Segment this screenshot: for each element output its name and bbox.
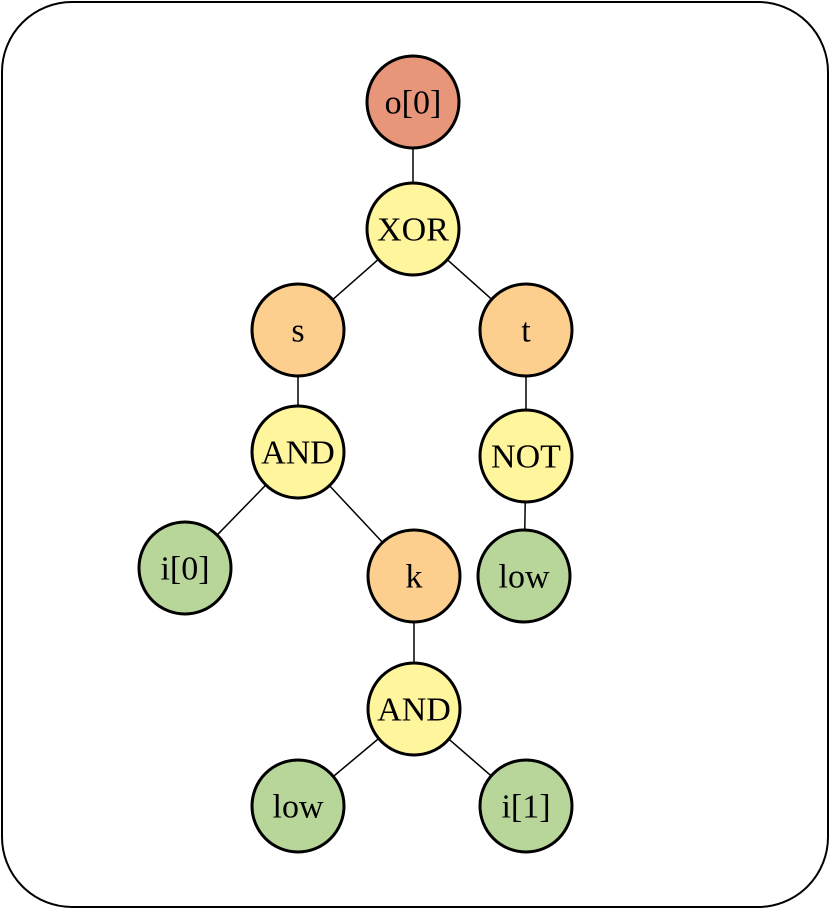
- node-label-k: k: [406, 559, 423, 596]
- edge-and2-i1: [448, 738, 492, 777]
- edge-xor-t: [446, 259, 493, 300]
- node-o0: o[0]: [365, 54, 461, 150]
- node-s: s: [250, 282, 346, 378]
- node-label-o0: o[0]: [385, 85, 442, 122]
- node-circle-xor: [365, 181, 461, 277]
- node-i1: i[1]: [478, 758, 574, 854]
- node-i0: i[0]: [137, 520, 233, 616]
- node-label-i0: i[0]: [160, 551, 209, 588]
- node-circle-k: [366, 528, 462, 624]
- node-label-not: NOT: [491, 439, 561, 476]
- node-label-and2: AND: [377, 692, 451, 729]
- node-xor: XOR: [365, 181, 461, 277]
- node-label-low2: low: [273, 789, 324, 826]
- node-label-t: t: [521, 313, 531, 350]
- node-circle-low1: [476, 528, 572, 624]
- edges: [216, 148, 527, 778]
- node-and1: AND: [250, 404, 346, 500]
- node-k: k: [366, 528, 462, 624]
- node-circle-i0: [137, 520, 233, 616]
- node-circle-o0: [365, 54, 461, 150]
- edge-xor-s: [332, 258, 379, 301]
- edge-and2-low2: [332, 737, 380, 778]
- node-circle-and2: [366, 661, 462, 757]
- node-low1: low: [476, 528, 572, 624]
- edge-and1-i0: [216, 484, 267, 536]
- node-circle-t: [478, 282, 574, 378]
- node-circle-i1: [478, 758, 574, 854]
- node-label-and1: AND: [261, 435, 335, 472]
- node-circle-not: [478, 408, 574, 504]
- node-and2: AND: [366, 661, 462, 757]
- node-label-s: s: [291, 313, 304, 350]
- node-circle-s: [250, 282, 346, 378]
- node-label-xor: XOR: [377, 212, 449, 249]
- edge-and1-k: [328, 485, 384, 543]
- node-not: NOT: [478, 408, 574, 504]
- node-circle-and1: [250, 404, 346, 500]
- node-label-i1: i[1]: [501, 789, 550, 826]
- node-circle-low2: [250, 758, 346, 854]
- node-low2: low: [250, 758, 346, 854]
- node-t: t: [478, 282, 574, 378]
- node-label-low1: low: [499, 559, 550, 596]
